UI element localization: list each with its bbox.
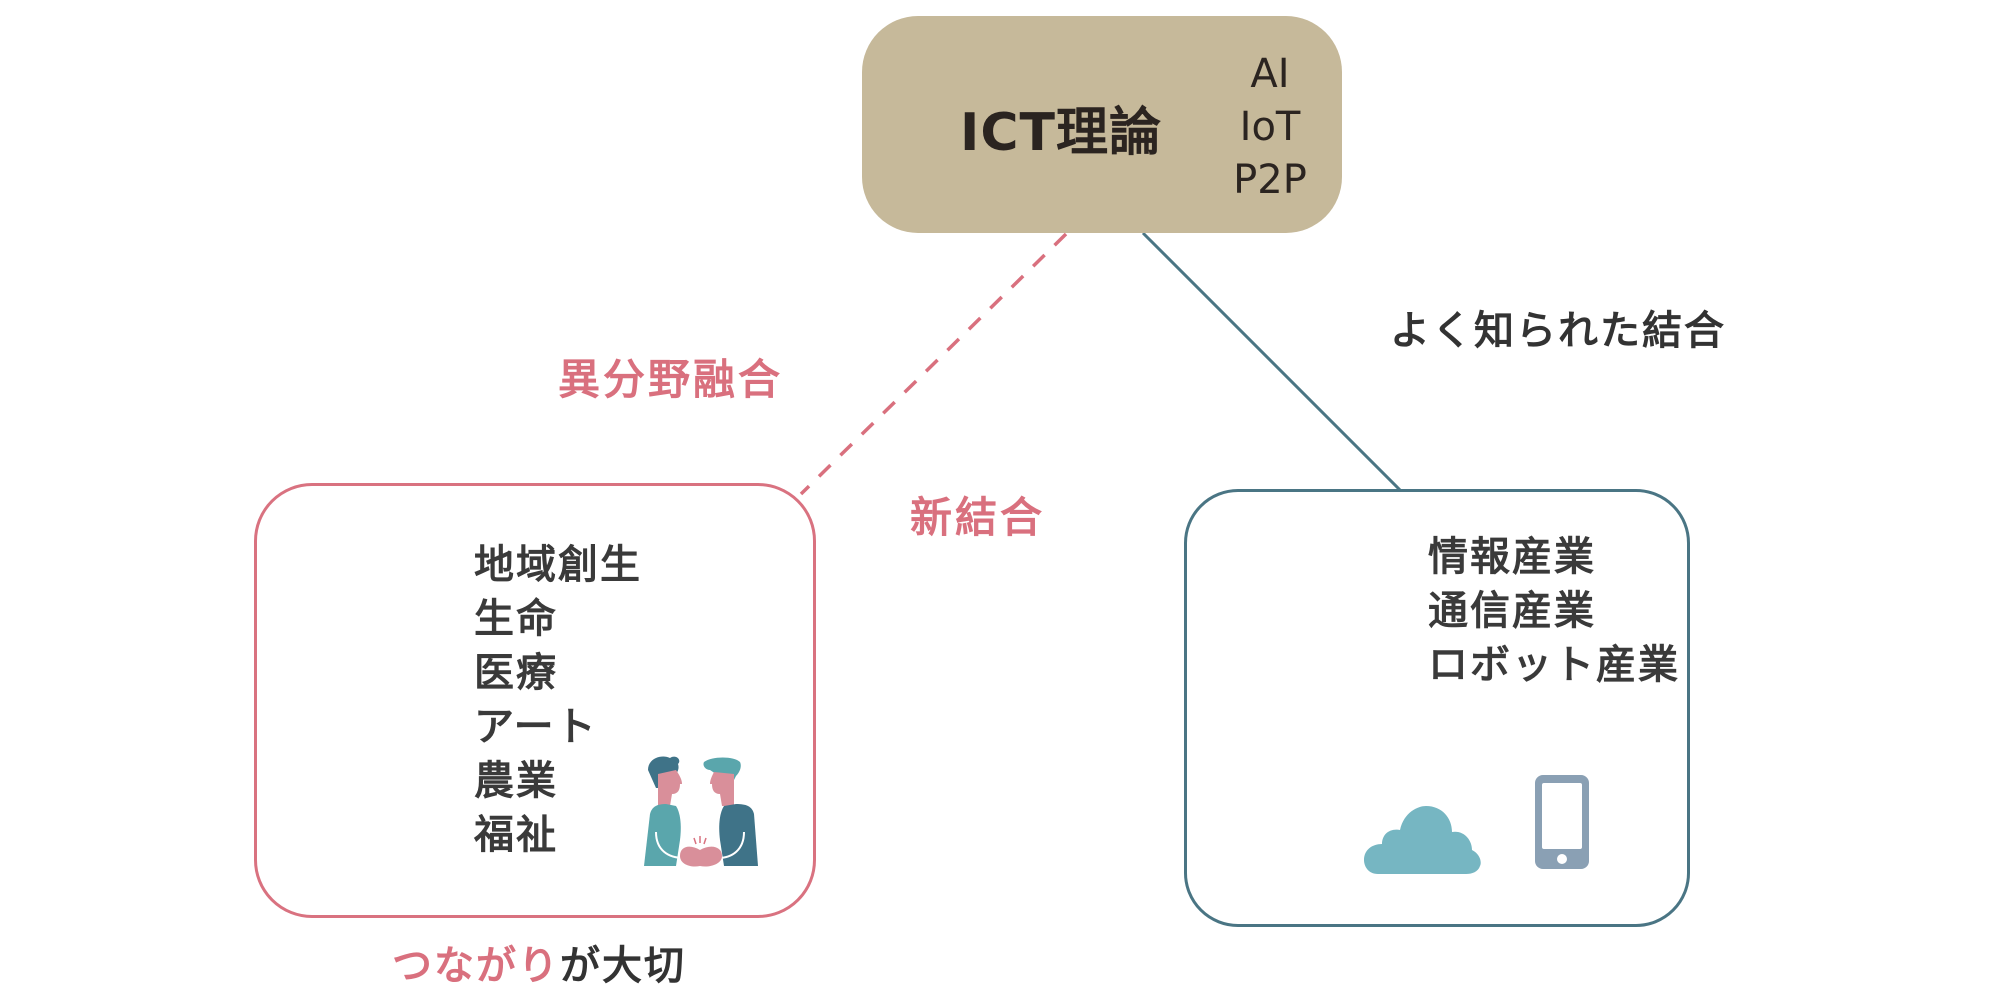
field-item: 福祉 [474,812,558,858]
industry-item: 通信産業 [1428,588,1596,634]
field-item: 医療 [474,650,558,696]
ict-technologies-list: AI IoT P2P [1230,48,1310,207]
tech-item: IoT [1239,104,1301,150]
field-item: 農業 [474,758,558,804]
industry-item: ロボット産業 [1428,642,1680,688]
other-fields-box [254,483,816,918]
tech-item: AI [1250,51,1290,97]
tech-item: P2P [1233,157,1307,203]
new-combination-label: 新結合 [910,493,1046,542]
smartphone-icon [1535,775,1589,869]
caption-highlight: つながり [392,943,560,989]
ict-theory-title: ICT理論 [960,103,1162,163]
industry-item: 情報産業 [1428,534,1596,580]
caption-rest: が大切 [560,943,686,989]
cloud-icon [1364,806,1481,874]
solid-connector-line [1141,231,1402,492]
field-item: アート [474,704,598,750]
ict-industries-list: 情報産業 通信産業 ロボット産業 [1428,530,1680,692]
dashed-connector-line [799,232,1068,496]
ict-theory-box [862,16,1342,233]
known-combination-label: よく知られた結合 [1390,308,1726,354]
field-item: 地域創生 [474,542,642,588]
other-fields-list: 地域創生 生命 医療 アート 農業 福祉 [474,538,642,862]
ict-industries-box [1184,489,1690,927]
field-item: 生命 [474,596,558,642]
interdisciplinary-fusion-label: 異分野融合 [558,355,784,404]
people-connecting-icon [644,756,758,867]
connection-caption: つながりが大切 [392,933,686,991]
